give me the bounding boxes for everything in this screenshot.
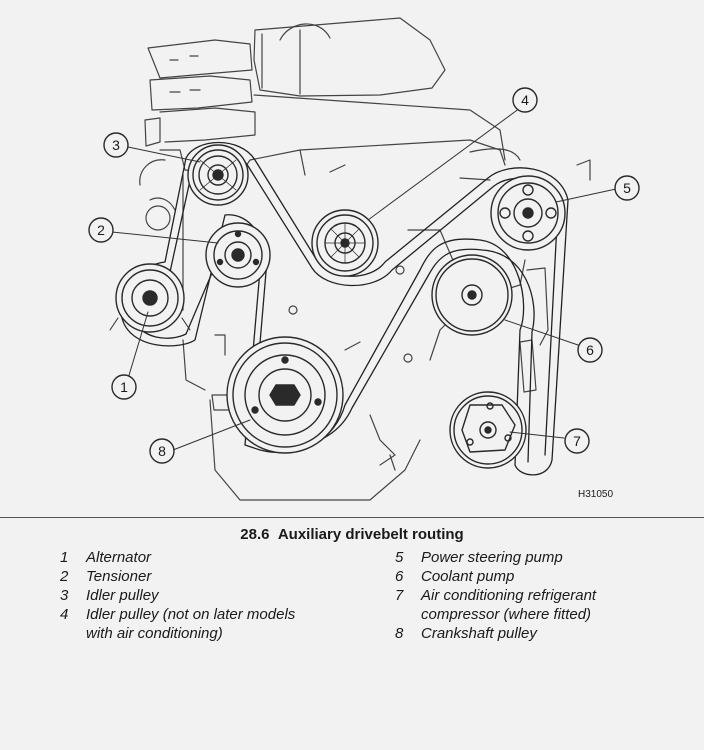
legend-number	[60, 624, 86, 643]
figure-code: H31050	[578, 489, 613, 500]
caption-divider	[0, 517, 704, 518]
legend-right-column: 5 Power steering pump 6 Coolant pump 7 A…	[395, 548, 675, 643]
legend-number: 5	[395, 549, 404, 566]
legend-number: 4	[60, 606, 69, 623]
legend-text: Idler pulley (not on later models	[86, 606, 296, 623]
legend-number: 8	[395, 625, 404, 642]
power-steering-pump-5	[490, 175, 566, 251]
legend-text: Alternator	[86, 549, 152, 566]
tensioner-2	[205, 222, 271, 288]
legend-text: Power steering pump	[421, 549, 563, 566]
legend-text: Crankshaft pulley	[421, 625, 537, 642]
caption-number: 28.6	[240, 526, 270, 543]
idler-pulley-4	[311, 209, 379, 277]
callout-2: 2	[88, 217, 114, 243]
legend-item: 8 Crankshaft pulley	[395, 624, 675, 643]
legend-text: compressor (where fitted)	[421, 606, 592, 623]
callout-8-label: 8	[158, 443, 166, 459]
legend-item: 7 Air conditioning refrigerant	[395, 586, 675, 605]
legend-number: 2	[60, 568, 69, 585]
legend-text: Idler pulley	[86, 587, 159, 604]
legend-text: with air conditioning)	[86, 625, 223, 642]
engine-block-outline	[139, 17, 591, 501]
legend-item: 6 Coolant pump	[395, 567, 675, 586]
callout-2-label: 2	[97, 222, 105, 238]
legend-number: 7	[395, 587, 404, 604]
alternator-1	[109, 263, 191, 333]
callout-4-label: 4	[521, 92, 529, 108]
coolant-pump-6	[431, 254, 513, 336]
legend-number: 3	[60, 587, 69, 604]
leader-lines	[111, 107, 617, 451]
callout-4: 4	[512, 87, 538, 113]
legend-item-continued: with air conditioning)	[60, 624, 370, 643]
idler-pulley-3	[187, 144, 249, 206]
legend-item: 3 Idler pulley	[60, 586, 370, 605]
legend-left-column: 1 Alternator 2 Tensioner 3 Idler pulley …	[60, 548, 370, 643]
callout-8: 8	[149, 438, 175, 464]
legend-item: 1 Alternator	[60, 548, 370, 567]
legend-item: 4 Idler pulley (not on later models	[60, 605, 370, 624]
legend-text: Coolant pump	[421, 568, 515, 585]
callout-6: 6	[577, 337, 603, 363]
callout-6-label: 6	[586, 342, 594, 358]
ac-compressor-7	[449, 391, 527, 469]
callout-5-label: 5	[623, 180, 631, 196]
legend-text: Tensioner	[86, 568, 152, 585]
legend-text: Air conditioning refrigerant	[421, 587, 597, 604]
callout-3: 3	[103, 132, 129, 158]
legend-number: 1	[60, 549, 69, 566]
callout-7: 7	[564, 428, 590, 454]
legend-number	[395, 605, 421, 624]
callout-1: 1	[111, 374, 137, 400]
legend-number: 6	[395, 568, 404, 585]
legend-item: 2 Tensioner	[60, 567, 370, 586]
callout-1-label: 1	[120, 379, 128, 395]
legend-item: 5 Power steering pump	[395, 548, 675, 567]
legend-item-continued: compressor (where fitted)	[395, 605, 675, 624]
callout-7-label: 7	[573, 433, 581, 449]
figure-caption: 28.6 Auxiliary drivebelt routing	[0, 526, 704, 543]
callout-5: 5	[614, 175, 640, 201]
engine-belt-diagram: 1 2 3 4 5 6 7 8 H31050	[88, 17, 640, 501]
caption-title: Auxiliary drivebelt routing	[277, 526, 464, 543]
crankshaft-pulley-8	[226, 336, 344, 454]
callout-3-label: 3	[112, 137, 120, 153]
